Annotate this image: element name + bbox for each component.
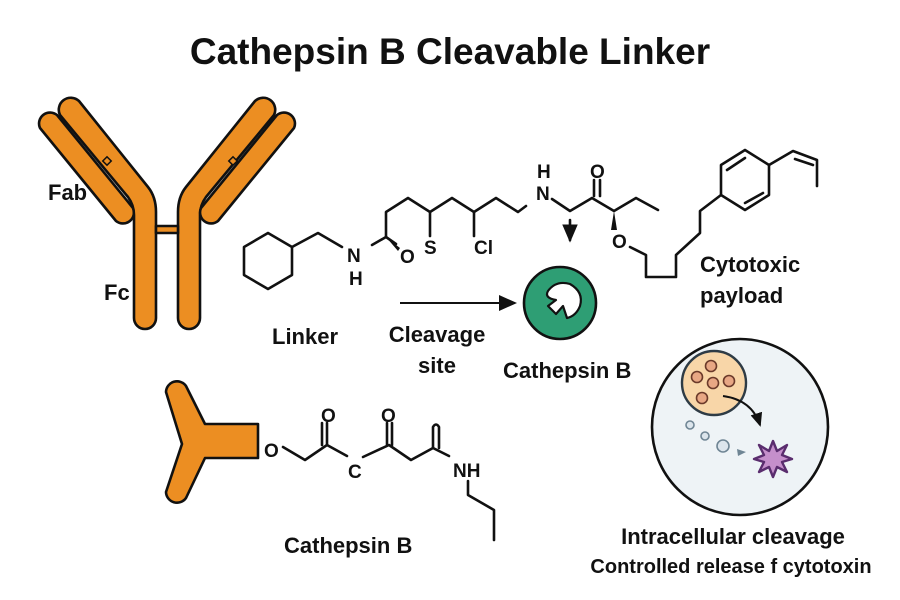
atom-cl: Cl (474, 238, 493, 259)
atom-o: O (400, 247, 415, 268)
atom-o: O (590, 162, 605, 183)
atom-c: C (348, 462, 362, 483)
payload-label-line1: Cytotoxic (700, 252, 800, 277)
linker-label: Linker (272, 324, 338, 349)
antibody-fragment-icon (164, 380, 260, 504)
atom-h: H (349, 269, 363, 290)
payload-granules (690, 359, 736, 405)
atom-nh: NH (453, 461, 480, 482)
antibody-hinge (154, 224, 180, 235)
cleavage-site-label-line2: site (418, 353, 456, 378)
enzyme-label: Cathepsin B (503, 358, 631, 383)
cell-label-line1: Intracellular cleavage (621, 524, 845, 549)
cyclohexane-ring (242, 231, 294, 291)
fab-label: Fab (48, 180, 87, 205)
cell-illustration (650, 337, 830, 517)
payload-label-line2: payload (700, 283, 783, 308)
atom-o: O (612, 232, 627, 253)
target-cell-icon (752, 439, 794, 479)
released-particles (685, 420, 730, 453)
atom-n: N (347, 246, 361, 267)
cleavage-site-label-line1: Cleavage (389, 322, 486, 347)
release-arrow (722, 395, 763, 427)
page-title: Cathepsin B Cleavable Linker (190, 31, 710, 72)
cathepsin-enzyme-icon (522, 265, 598, 341)
antibody-light-chain-right (198, 111, 297, 225)
atom-h: H (537, 162, 551, 183)
bottom-enzyme-label: Cathepsin B (284, 533, 412, 558)
atom-n: N (536, 184, 550, 205)
antibody-heavy-chain-right (176, 96, 277, 331)
bottom-molecule (281, 421, 496, 542)
antibody-fragment-shape (164, 380, 260, 504)
antibody-heavy-chain-left (57, 96, 158, 331)
cell-label-line2: Controlled release f cytotoxin (590, 556, 871, 578)
atom-o: O (321, 406, 336, 427)
antibody-icon (37, 96, 297, 331)
linker-molecule (242, 148, 819, 291)
atom-o: O (381, 406, 396, 427)
atom-s: S (424, 238, 437, 259)
atom-o: O (264, 441, 279, 462)
fc-label: Fc (104, 280, 130, 305)
